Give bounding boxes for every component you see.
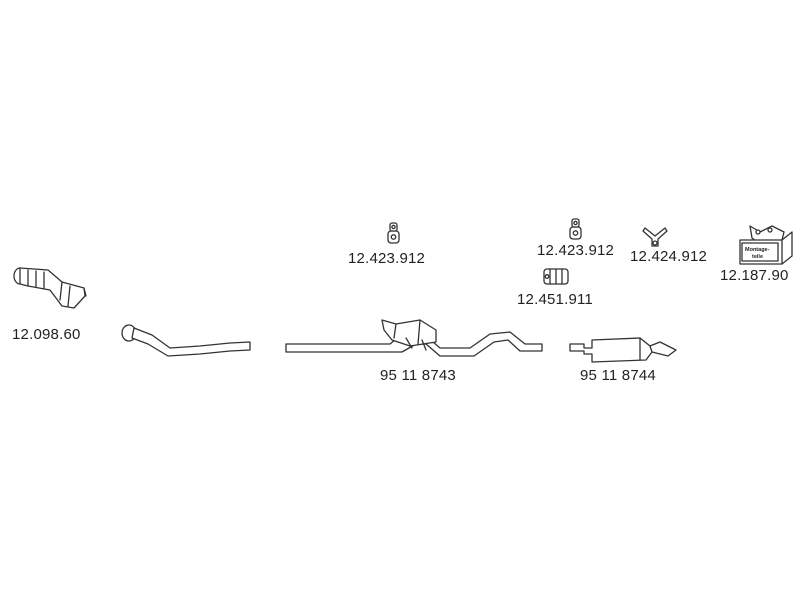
rear-silencer-part-number: 95 11 8744: [580, 367, 656, 384]
mounting-kit-drawing: [739, 225, 793, 265]
front-pipe-drawing: [121, 324, 251, 357]
hanger-y-drawing: [642, 227, 668, 247]
rubber-mount-b-drawing: [569, 218, 582, 240]
hanger-y-part-number: 12.424.912: [630, 248, 708, 265]
catalytic-converter-part-number: 12.098.60: [12, 326, 81, 343]
middle-silencer-part-number: 95 11 8743: [380, 367, 456, 384]
middle-silencer-drawing: [285, 319, 543, 357]
rubber-mount-a-part-number: 12.423.912: [348, 250, 426, 267]
rear-silencer-drawing: [569, 337, 677, 363]
clamp-part-number: 12.451.911: [517, 291, 593, 308]
mounting-kit-part-number: 12.187.90: [720, 267, 789, 284]
rubber-mount-a-drawing: [387, 222, 400, 244]
rubber-mount-b-part-number: 12.423.912: [537, 242, 615, 259]
clamp-drawing: [543, 268, 569, 285]
mounting-kit-box-text-1: Montage-: [745, 247, 770, 253]
mounting-kit-box-text-2: teile: [752, 254, 763, 260]
catalytic-converter-drawing: [13, 267, 87, 309]
